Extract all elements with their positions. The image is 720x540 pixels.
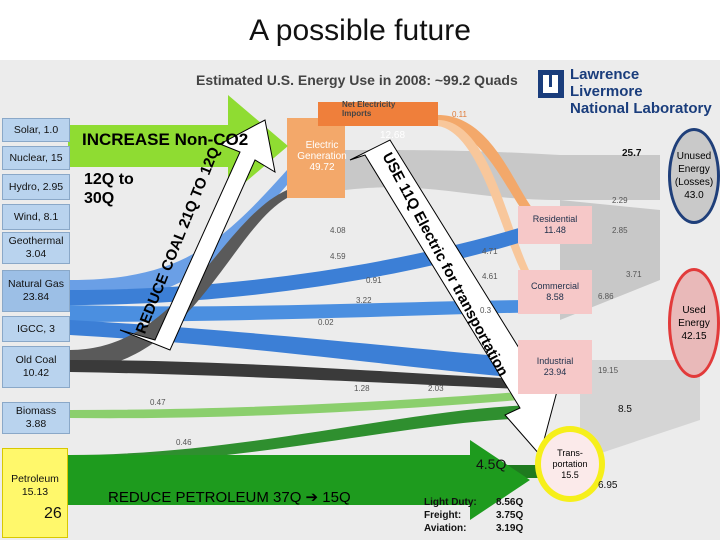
electric-output-value: 12.68	[380, 130, 406, 141]
reduce-petroleum-text: REDUCE PETROLEUM 37Q	[108, 489, 302, 506]
net-imports-label: Net Electricity Imports	[342, 100, 396, 118]
source-biomass: Biomass 3.88	[2, 402, 70, 434]
increase-non-co2-label: INCREASE Non-CO2	[82, 130, 249, 149]
llnl-logo: Lawrence Livermore National Laboratory	[538, 66, 714, 117]
value-6.95: 6.95	[598, 480, 618, 491]
electric-generation-label: Electric Generation 49.72	[297, 140, 347, 173]
source-hydro: Hydro, 2.95	[2, 174, 70, 200]
value-4.61: 4.61	[482, 272, 498, 281]
unused-energy-node: Unused Energy (Losses) 43.0	[668, 128, 720, 224]
sector-industrial: Industrial 23.94	[518, 340, 592, 394]
electric-to-commercial	[438, 120, 545, 298]
coal-to-industrial	[70, 360, 545, 390]
value-4.71: 4.71	[482, 247, 498, 256]
llnl-logo-mark	[538, 70, 564, 98]
source-igcc: IGCC, 3	[2, 316, 70, 342]
source-natural-gas: Natural Gas 23.84	[2, 270, 70, 312]
biomass-flow	[70, 390, 545, 419]
value-8.5: 8.5	[618, 404, 632, 415]
electric-to-residential	[438, 115, 545, 230]
breakdown-label: Aviation:	[424, 523, 467, 534]
source-nuclear: Nuclear, 15	[2, 146, 70, 170]
value-2.29: 2.29	[612, 196, 628, 205]
value-3.71: 3.71	[626, 270, 642, 279]
breakdown-value: 3.19Q	[496, 523, 524, 534]
value-0.46: 0.46	[176, 438, 192, 447]
value-1.28: 1.28	[354, 384, 370, 393]
used-energy-node: Used Energy 42.15	[668, 268, 720, 378]
transport-breakdown-labels: Light Duty: Freight: Aviation:	[424, 496, 477, 535]
value-0.3: 0.3	[480, 306, 492, 315]
value-2.85: 2.85	[612, 226, 628, 235]
gas-to-commercial	[70, 300, 545, 322]
source-petroleum: Petroleum 15.13	[2, 448, 68, 538]
value-0.47: 0.47	[150, 398, 166, 407]
source-solar: Solar, 1.0	[2, 118, 70, 142]
value-6.86: 6.86	[598, 292, 614, 301]
value-3.22: 3.22	[356, 296, 372, 305]
source-wind: Wind, 8.1	[2, 204, 70, 230]
value-4.59: 4.59	[330, 252, 346, 261]
value-2.03: 2.03	[428, 384, 444, 393]
reduce-petroleum-label: REDUCE PETROLEUM 37Q ➔ 15Q	[108, 488, 351, 506]
electric-generation-block	[287, 118, 345, 198]
llnl-logo-line2: National Laboratory	[570, 100, 712, 117]
coal-to-electric	[70, 190, 287, 370]
value-0.91: 0.91	[366, 276, 382, 285]
unused-flow-value: 25.7	[622, 148, 642, 159]
source-geothermal: Geothermal 3.04	[2, 232, 70, 264]
transport-breakdown-values: 8.56Q 3.75Q 3.19Q	[496, 496, 523, 535]
petroleum-to-industrial	[70, 405, 545, 465]
slide-title: A possible future	[249, 14, 471, 47]
breakdown-value: 3.75Q	[496, 510, 524, 521]
non-co2-range-label: 12Q to 30Q	[84, 171, 134, 207]
page-number: 26	[44, 505, 62, 522]
reduce-petroleum-target: 15Q	[322, 489, 351, 506]
sector-residential: Residential 11.48	[518, 206, 592, 244]
electric-output-flow	[318, 102, 438, 126]
reduce-coal-arrow	[119, 119, 276, 351]
reduce-petroleum-arrow	[68, 440, 530, 520]
net-imports-value: 0.11	[452, 110, 467, 119]
value-19.15: 19.15	[598, 366, 619, 375]
value-0.02: 0.02	[318, 318, 334, 327]
value-4.08: 4.08	[330, 226, 346, 235]
source-old-coal: Old Coal 10.42	[2, 346, 70, 388]
breakdown-label: Freight:	[424, 510, 462, 521]
breakdown-label: Light Duty:	[424, 497, 477, 508]
diagram-subtitle: Estimated U.S. Energy Use in 2008: ~99.2…	[196, 72, 518, 88]
gas-to-residential	[70, 220, 545, 305]
arrow-icon: ➔	[305, 489, 319, 506]
sector-commercial: Commercial 8.58	[518, 270, 592, 314]
industrial-losses-flow	[580, 360, 700, 460]
gas-to-industrial	[70, 320, 545, 380]
sector-transportation: Trans- portation 15.5	[535, 426, 605, 502]
llnl-logo-line1: Lawrence Livermore	[570, 66, 643, 100]
breakdown-value: 8.56Q	[496, 497, 524, 508]
transport-electric-value: 4.5Q	[476, 456, 507, 472]
